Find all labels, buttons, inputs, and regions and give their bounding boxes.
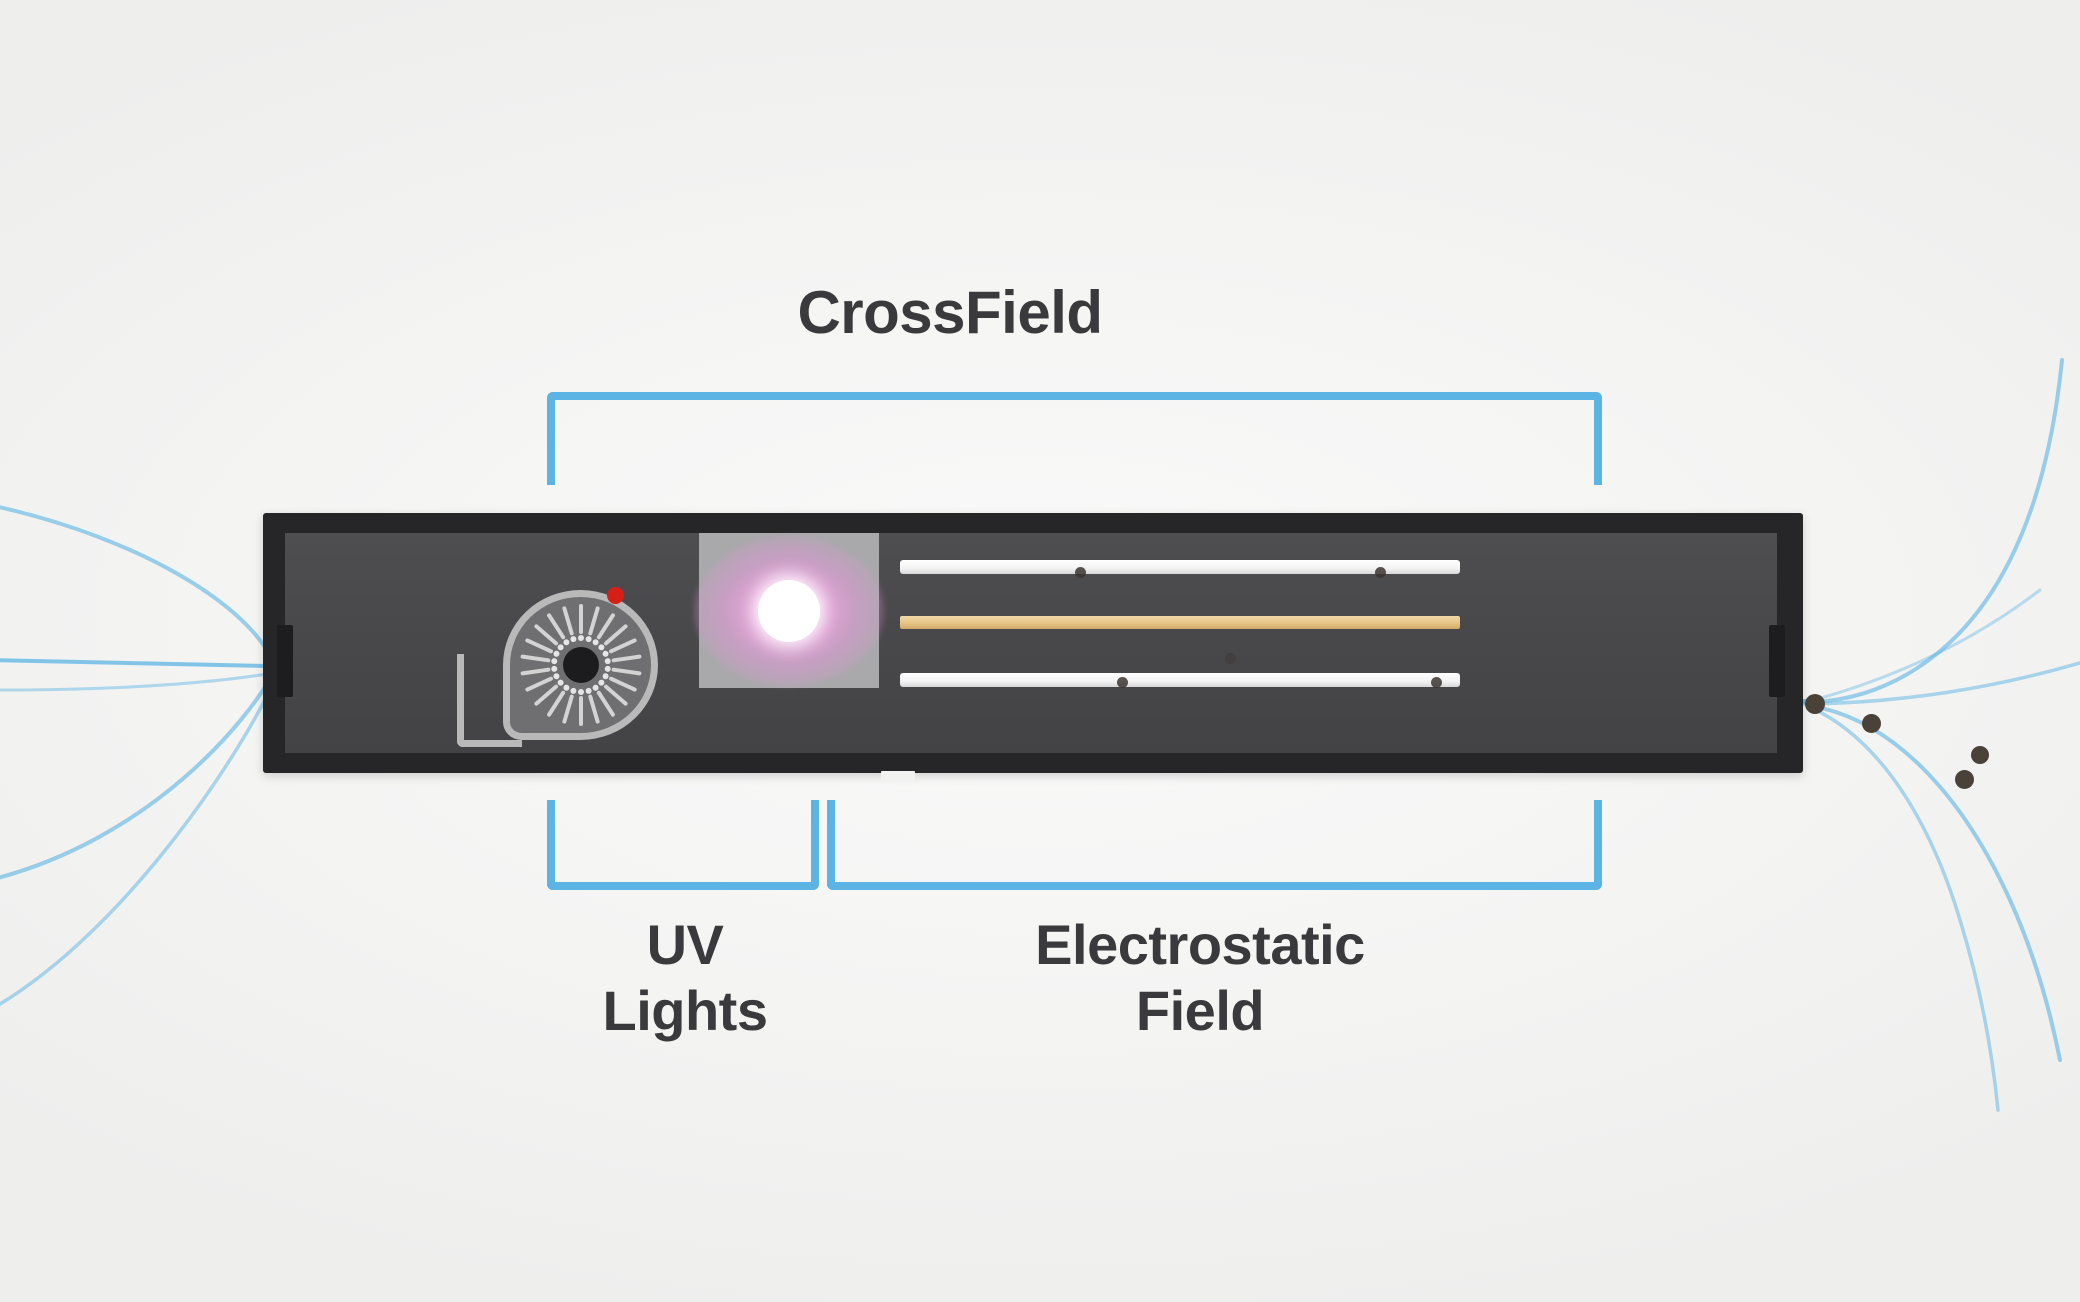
fan-blade — [519, 667, 551, 676]
particle-released — [1862, 714, 1881, 733]
fan-blade-dot — [569, 635, 577, 643]
fan-blade-dot — [603, 665, 611, 673]
air-purifier-device — [263, 513, 1803, 780]
fan-blade — [519, 654, 551, 663]
fan-hub — [562, 647, 599, 683]
centrifugal-blower-fan — [457, 590, 658, 747]
plate-particle — [1225, 653, 1236, 664]
fan-blade — [561, 605, 574, 636]
electrostatic-plate-bottom — [900, 673, 1460, 687]
fan-blade-dot — [577, 635, 584, 641]
fan-blade — [561, 694, 574, 725]
bottom-vent-mark — [881, 771, 915, 780]
electrostatic-plate-top — [900, 560, 1460, 574]
fan-blade — [578, 696, 583, 726]
bracket-uv-lights — [547, 800, 819, 890]
particle-released — [1805, 694, 1825, 714]
electrostatic-wire-center — [900, 616, 1460, 629]
fan-blade-dot — [584, 635, 592, 643]
fan-blade — [587, 605, 600, 636]
fan-rotor — [519, 603, 643, 727]
fan-blade-dot — [550, 665, 558, 673]
fan-blade-dot — [550, 657, 558, 665]
air-outlet-port — [1769, 625, 1785, 697]
fan-blade — [578, 604, 583, 634]
bracket-crossfield — [547, 392, 1602, 485]
air-inlet-port — [277, 625, 293, 697]
fan-blade — [610, 667, 642, 676]
label-uv-lights: UV Lights — [602, 913, 768, 1043]
particle-released — [1971, 746, 1989, 764]
fan-blade-dot — [551, 649, 560, 658]
uv-bulb — [758, 579, 820, 642]
label-electrostatic-field: Electrostatic Field — [1035, 913, 1365, 1043]
fan-blade — [587, 694, 600, 725]
plate-particle — [1075, 567, 1086, 578]
plate-particle — [1375, 567, 1386, 578]
fan-blade — [610, 654, 642, 663]
plate-particle — [1431, 677, 1442, 688]
uv-chamber — [694, 533, 884, 688]
particle-released — [1955, 770, 1974, 789]
fan-blade-dot — [601, 649, 610, 658]
plate-particle — [1117, 677, 1128, 688]
fan-blade-dot — [603, 657, 611, 665]
label-crossfield: CrossField — [797, 279, 1103, 346]
fan-intake-duct — [457, 654, 522, 747]
fan-blade-dot — [577, 689, 584, 695]
bracket-electrostatic-field — [827, 800, 1602, 890]
device-cavity — [277, 533, 1785, 753]
particle-captured-red — [607, 587, 624, 604]
